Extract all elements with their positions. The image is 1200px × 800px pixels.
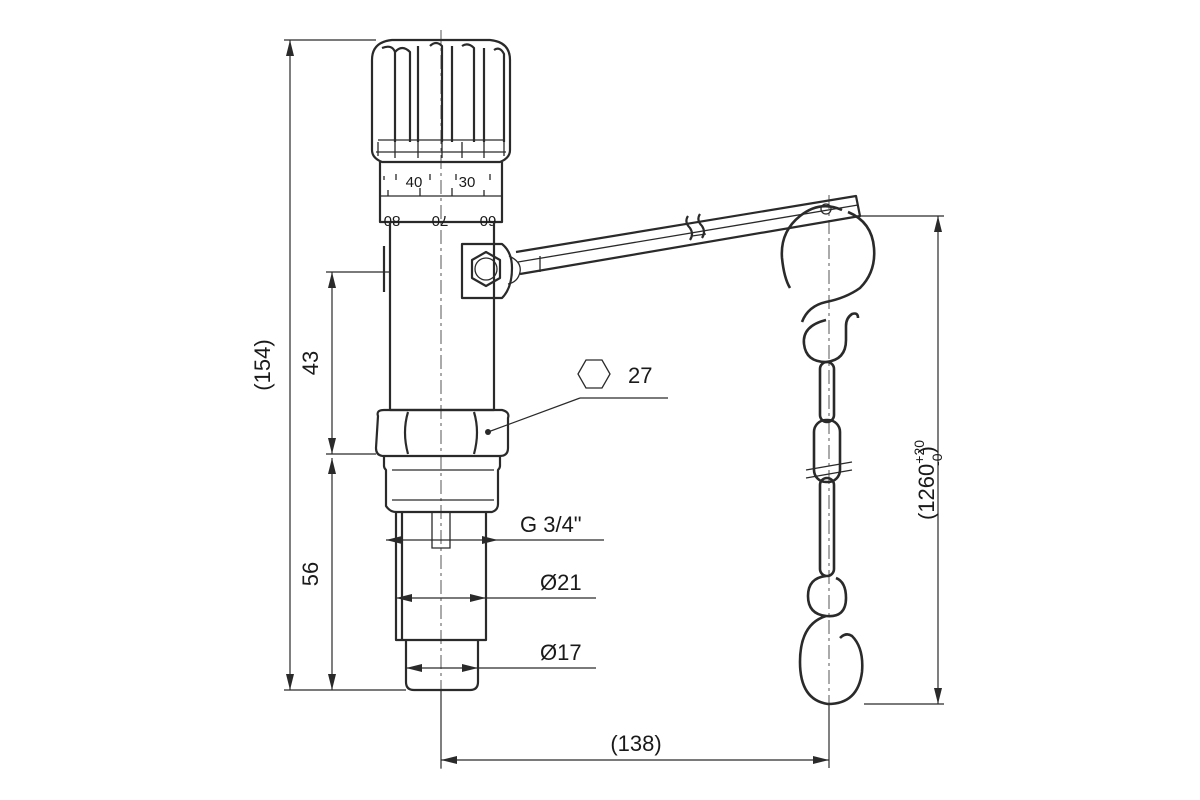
dim-chain-length-sub: -0 [929,453,945,466]
dimension-geometry [284,39,944,768]
dim-upper-length: 43 [298,351,323,375]
lever-bolt [460,242,521,300]
hexagon-icon [577,359,611,389]
scale-label-30: 30 [459,174,476,191]
scale-label-80: 80 [384,212,401,229]
dim-chain-length: (1260+20-0) [911,440,945,520]
dim-chain-length-sup: +20 [911,440,927,464]
dim-lower-length: 56 [298,562,323,586]
dim-offset: (138) [610,731,661,756]
dim-diameter-17: Ø17 [540,640,582,665]
handwheel-knob [370,38,512,164]
threaded-connector [382,456,502,514]
scale-label-60: 60 [480,212,497,229]
chain-assembly [780,204,876,706]
dim-chain-length-close: ) [914,446,939,453]
lower-shank [394,512,488,692]
dim-hex-size: 27 [628,363,652,388]
lever-arm [515,194,862,276]
dim-thread: G 3/4" [520,512,582,537]
scale-collar [378,162,504,224]
scale-label-70: 70 [432,212,449,229]
valve-body [382,222,496,412]
dim-overall-height: (154) [250,339,275,390]
hex-nut [374,408,510,458]
dim-diameter-21: Ø21 [540,570,582,595]
dim-chain-length-main: (1260 [914,464,939,520]
scale-label-40: 40 [406,174,423,191]
svg-text:(1260+20-0): (1260+20-0) [911,440,945,520]
